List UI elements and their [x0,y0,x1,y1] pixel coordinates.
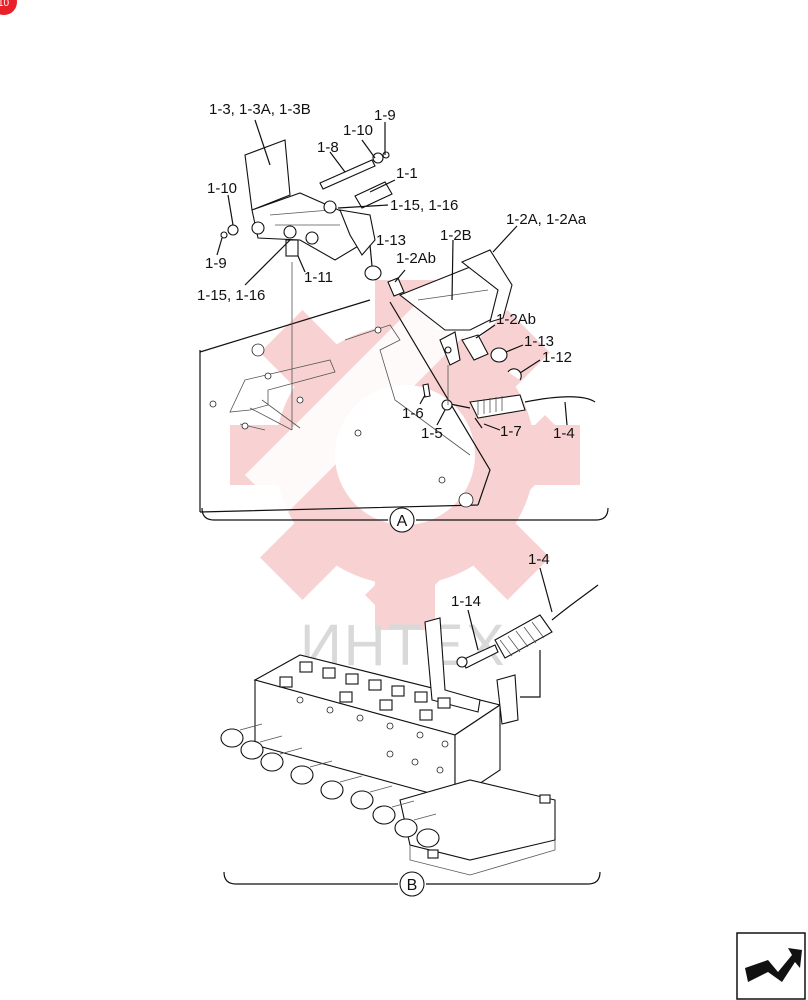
label-1-2ab-bottom: 1-2Ab [496,311,536,328]
label-1-10-left: 1-10 [207,180,237,197]
label-1-13-top: 1-13 [376,232,406,249]
label-1-12: 1-12 [542,349,572,366]
label-1-15-top: 1-15, 1-16 [390,197,458,214]
next-page-arrow-icon[interactable] [736,932,806,1000]
label-1-6: 1-6 [402,405,424,422]
label-1-7: 1-7 [500,423,522,440]
label-1-4-a: 1-4 [553,425,575,442]
label-1-4-b: 1-4 [528,551,550,568]
page-number-text: 10 [0,0,10,9]
page-number-badge: 10 [0,0,17,15]
label-1-13-bottom: 1-13 [524,333,554,350]
label-1-15-left: 1-15, 1-16 [197,287,265,304]
label-1-2ab-top: 1-2Ab [396,250,436,267]
section-a-marker-circle [389,507,415,533]
label-1-8: 1-8 [317,139,339,156]
label-1-14: 1-14 [451,593,481,610]
section-b-marker-circle [399,871,425,897]
label-1-5: 1-5 [421,425,443,442]
label-1-9-top: 1-9 [374,107,396,124]
label-1-2b: 1-2B [440,227,472,244]
label-1-9-left: 1-9 [205,255,227,272]
section-b-drawing [220,567,601,897]
label-1-1: 1-1 [396,165,418,182]
label-1-3: 1-3, 1-3A, 1-3B [209,101,311,118]
label-1-11: 1-11 [304,269,333,286]
section-b-marker: B [407,877,418,894]
section-a-drawing [199,119,609,533]
label-1-2a: 1-2A, 1-2Aa [506,211,587,228]
label-1-10-top: 1-10 [343,122,373,139]
section-a-marker: A [397,513,408,530]
